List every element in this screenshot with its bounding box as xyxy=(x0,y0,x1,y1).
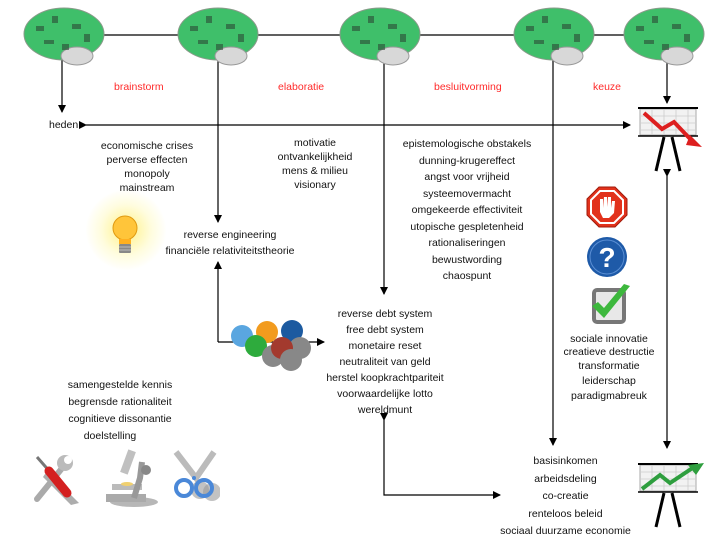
scissors-icon xyxy=(170,448,221,509)
list-item: leiderschap xyxy=(582,375,636,387)
list-item: mens & milieu xyxy=(282,165,348,177)
solutions-list: reverse debt system free debt system mon… xyxy=(315,306,455,418)
list-item: epistemologische obstakels xyxy=(402,138,532,150)
list-item: visionary xyxy=(294,179,336,191)
brain-icon xyxy=(176,4,261,73)
chart-down-icon xyxy=(636,105,706,176)
svg-text:?: ? xyxy=(598,242,615,273)
list-item: sociale innovatie xyxy=(570,333,648,345)
list-item: reverse debt system xyxy=(337,308,433,320)
chart-up-icon xyxy=(636,461,706,532)
gears-icon xyxy=(228,318,312,377)
list-item: neutraliteit van geld xyxy=(339,356,431,368)
ideas-list: reverse engineering financiële relativit… xyxy=(150,227,310,259)
link-solutions-outcomes xyxy=(380,413,501,499)
list-item: rationaliseringen xyxy=(428,237,506,249)
microscope-icon xyxy=(100,448,160,511)
list-item: herstel koopkrachtpariteit xyxy=(326,372,444,384)
list-item: sociaal duurzame economie xyxy=(500,525,631,537)
brain-icon xyxy=(512,4,597,73)
list-item: voorwaardelijke lotto xyxy=(337,388,433,400)
brain-icon xyxy=(338,4,423,73)
list-item: perverse effecten xyxy=(106,154,188,166)
question-icon: ? xyxy=(586,236,628,281)
stage-label-besluitvorming: besluitvorming xyxy=(434,81,502,93)
list-item: motivatie xyxy=(293,137,336,149)
checkbox-checked-icon xyxy=(590,282,632,329)
list-item: monopoly xyxy=(124,168,170,180)
problems-list: economische crises perverse effecten mon… xyxy=(92,139,202,195)
list-item: paradigmabreuk xyxy=(571,390,647,402)
list-item: doelstelling xyxy=(83,430,137,442)
list-item: omgekeerde effectiviteit xyxy=(411,204,523,216)
outcomes-list: basisinkomen arbeidsdeling co-creatie re… xyxy=(488,453,643,541)
list-item: cognitieve dissonantie xyxy=(68,413,172,425)
list-item: reverse engineering xyxy=(183,229,277,241)
list-item: renteloos beleid xyxy=(528,507,603,520)
list-item: begrensde rationaliteit xyxy=(68,396,172,408)
list-item: economische crises xyxy=(100,140,194,152)
list-item: wereldmunt xyxy=(357,404,413,416)
list-item: arbeidsdeling xyxy=(534,472,597,485)
list-item: co-creatie xyxy=(542,490,589,502)
list-item: samengestelde kennis xyxy=(67,379,173,391)
change-list: sociale innovatie creatieve destructie t… xyxy=(554,333,664,404)
list-item: bewustwording xyxy=(431,253,503,266)
list-item: utopische gespletenheid xyxy=(410,220,524,233)
list-item: creatieve destructie xyxy=(563,345,655,358)
drivers-list: motivatie ontvankelijkheid mens & milieu… xyxy=(260,136,370,192)
list-item: systeemovermacht xyxy=(422,187,512,200)
list-item: ontvankelijkheid xyxy=(277,151,353,163)
tools-wrench-screwdriver-icon xyxy=(33,453,85,508)
brain-icon xyxy=(622,4,707,73)
stop-hand-icon xyxy=(586,186,628,231)
brain-icon xyxy=(22,4,107,73)
lightbulb-icon xyxy=(112,215,138,264)
list-item: monetaire reset xyxy=(348,340,422,352)
list-item: free debt system xyxy=(346,324,424,336)
list-item: chaospunt xyxy=(442,270,492,282)
obstacles-list: epistemologische obstakels dunning-kruge… xyxy=(392,136,542,285)
stage-label-keuze: keuze xyxy=(593,81,622,93)
knowledge-list: samengestelde kennis begrensde rationali… xyxy=(55,377,185,445)
list-item: angst voor vrijheid xyxy=(424,171,510,183)
list-item: financiële relativiteitstheorie xyxy=(165,245,295,257)
list-item: dunning-krugereffect xyxy=(418,154,516,167)
stage-label-elaboratie: elaboratie xyxy=(278,81,325,93)
heden-label: heden xyxy=(49,119,79,131)
list-item: basisinkomen xyxy=(533,455,598,467)
stage-label-brainstorm: brainstorm xyxy=(114,81,164,93)
list-item: transformatie xyxy=(578,360,640,372)
